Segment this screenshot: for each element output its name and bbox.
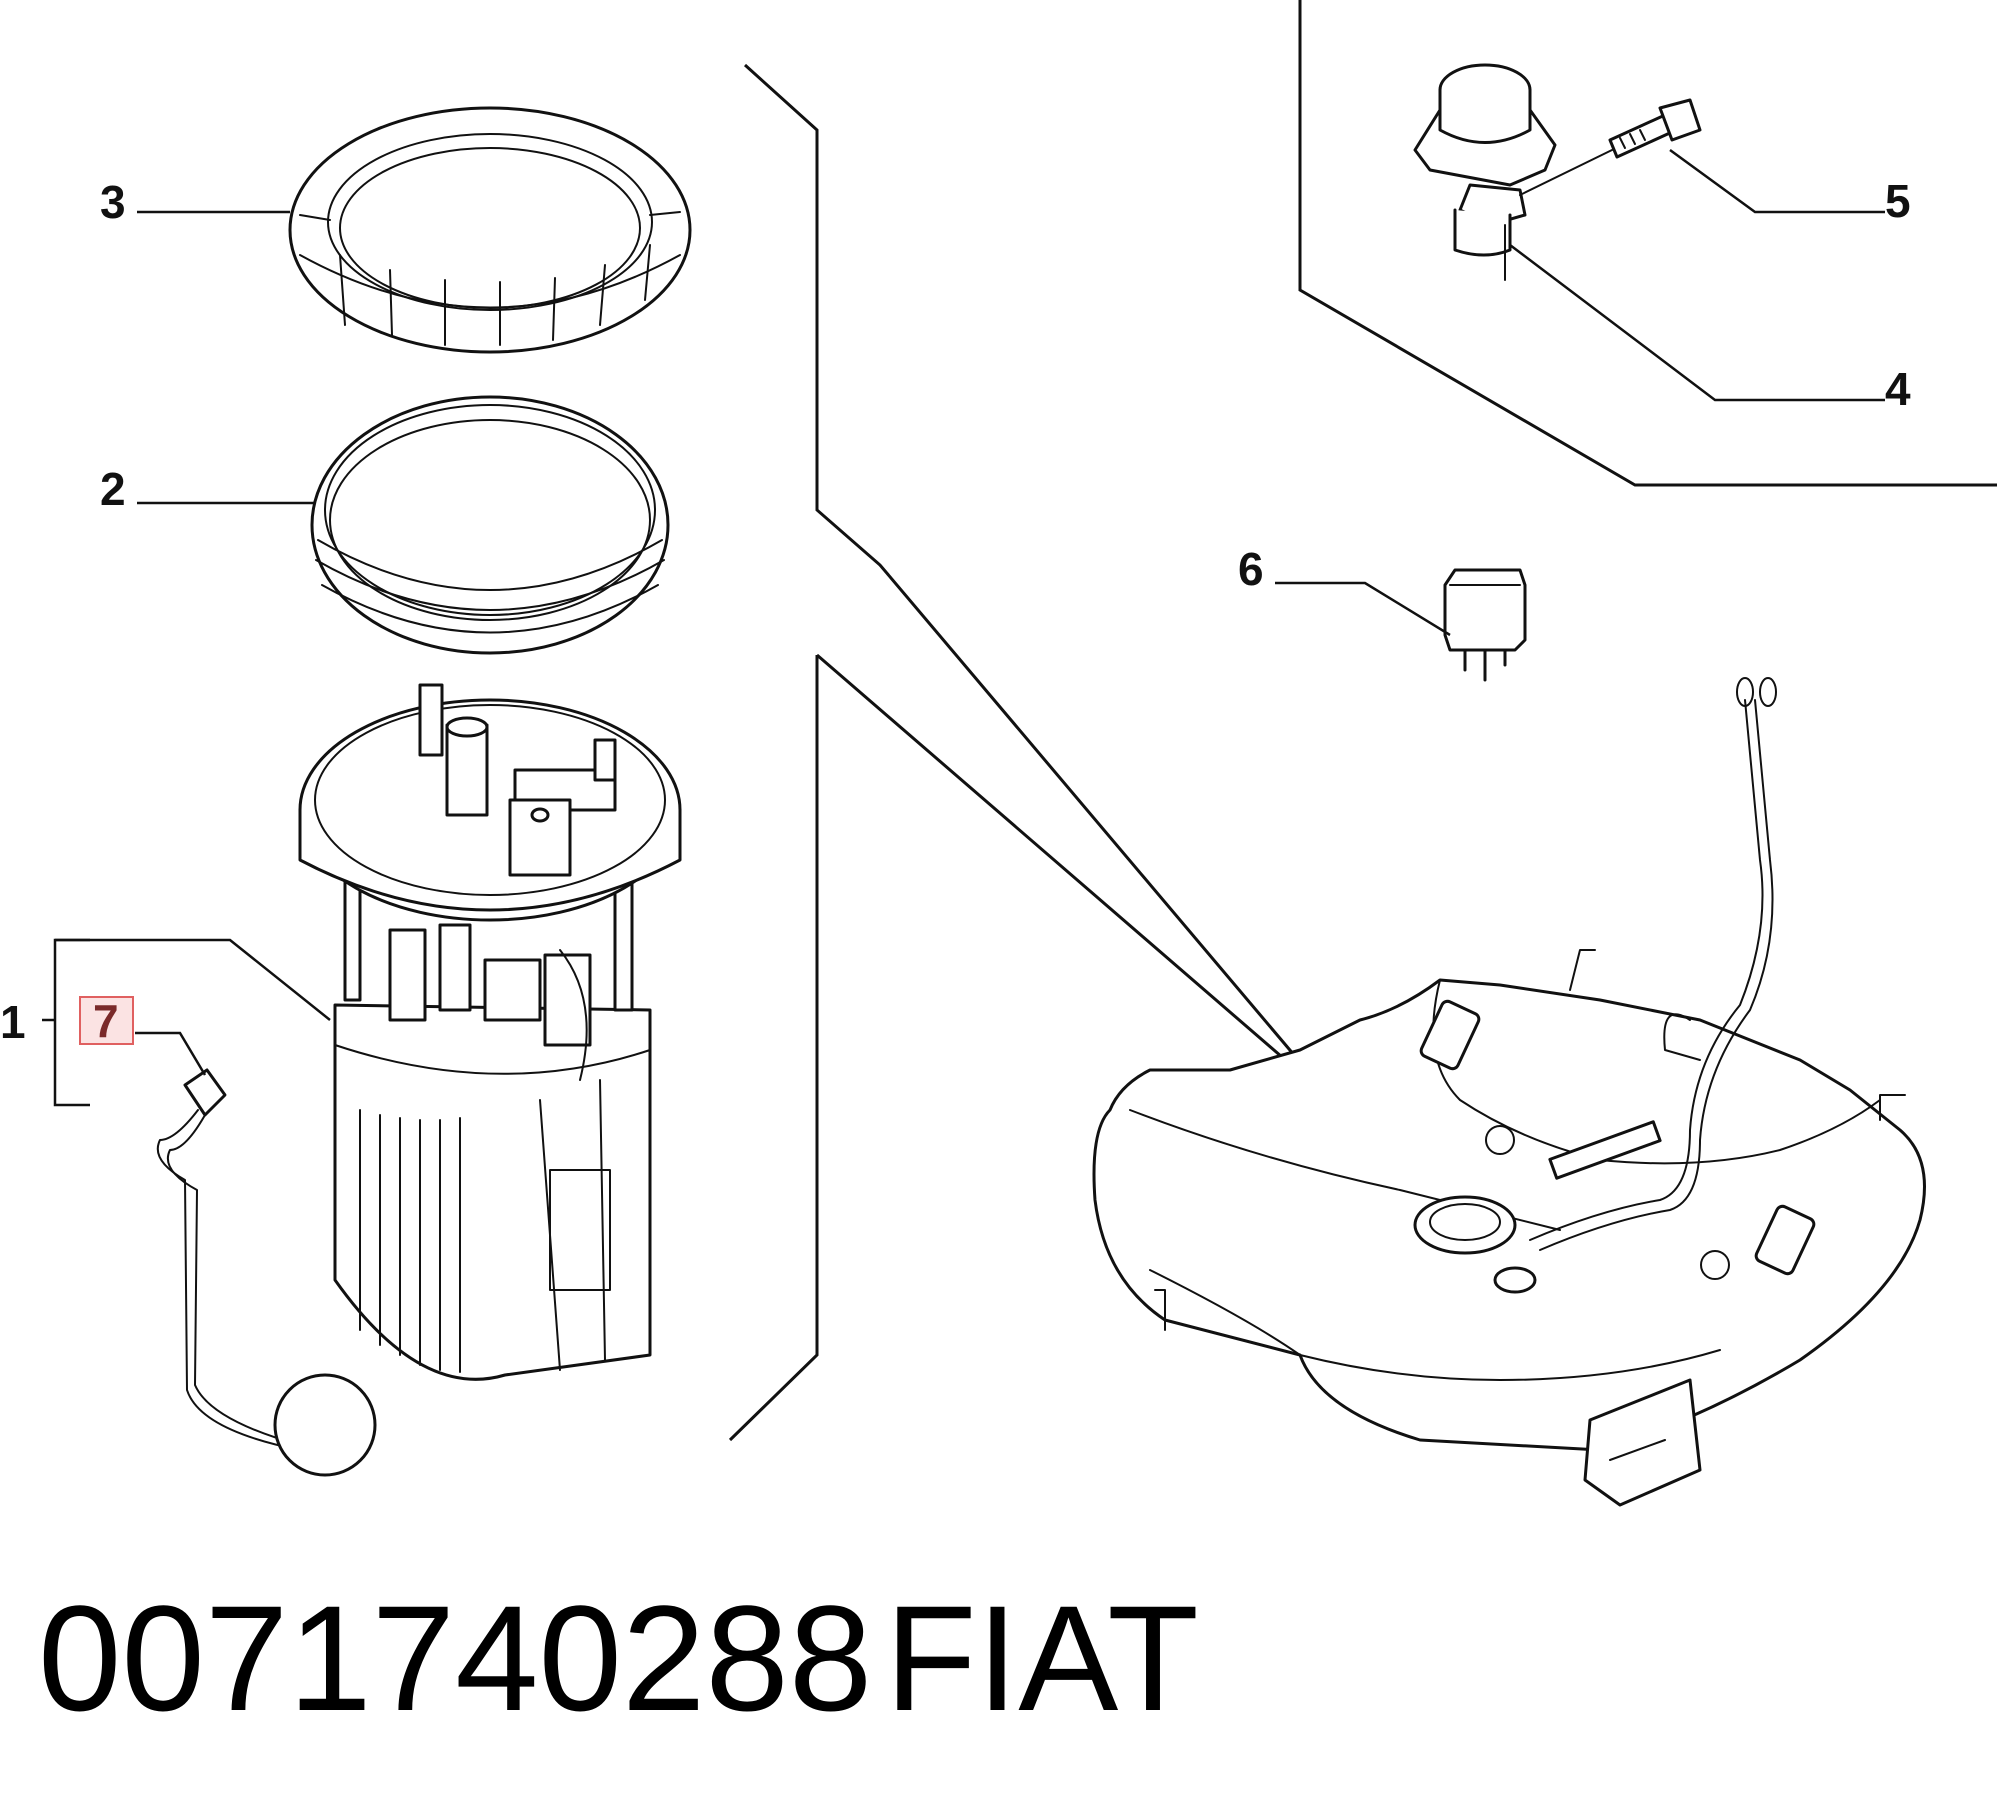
callout-7[interactable]: 7 <box>93 995 119 1047</box>
callout-2[interactable]: 2 <box>100 463 126 515</box>
callout-3[interactable]: 3 <box>100 176 126 228</box>
float-wire-part-7[interactable] <box>156 1068 377 1477</box>
callout-7-highlight-box <box>79 996 134 1045</box>
fuel-tank[interactable] <box>1092 677 1926 1507</box>
callout-5[interactable]: 5 <box>1885 175 1911 227</box>
part-number: 0071740288 <box>38 1574 872 1742</box>
seal-ring-part-2[interactable] <box>310 395 670 655</box>
leader-lines <box>42 148 1885 1107</box>
bolt-part-5[interactable] <box>1608 98 1702 159</box>
brand-name: FIAT <box>885 1574 1199 1742</box>
callout-6[interactable]: 6 <box>1238 543 1264 595</box>
relay-part-6[interactable] <box>1443 568 1527 682</box>
locking-ring-part-3[interactable] <box>288 106 692 354</box>
callout-1[interactable]: 1 <box>0 996 26 1048</box>
callout-4[interactable]: 4 <box>1885 363 1911 415</box>
inertia-switch-part-4[interactable] <box>1413 63 1613 281</box>
fuel-pump-module-part-1[interactable] <box>298 683 682 1381</box>
